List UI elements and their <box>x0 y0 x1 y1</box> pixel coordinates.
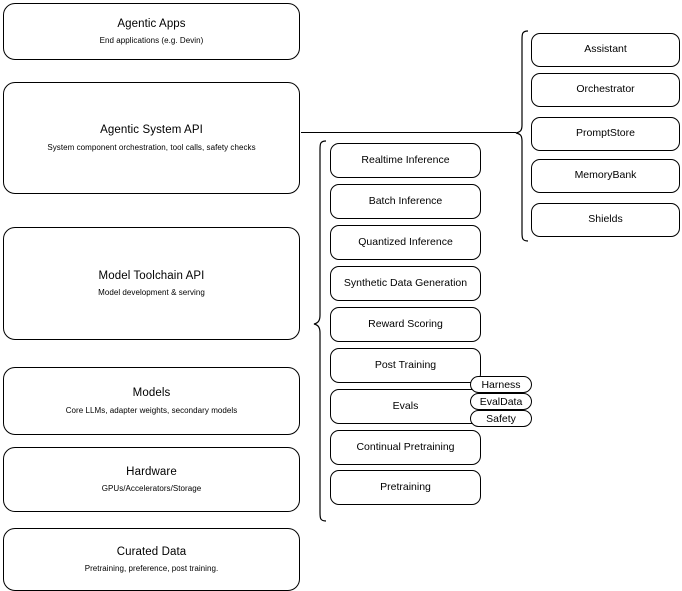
layer-box-hardware[interactable]: Hardware GPUs/Accelerators/Storage <box>3 447 300 512</box>
toolchain-label: Synthetic Data Generation <box>343 276 468 289</box>
toolchain-label: Batch Inference <box>368 194 443 207</box>
layer-title: Agentic System API <box>100 124 203 137</box>
agentic-label: PromptStore <box>576 127 635 140</box>
layer-box-curated-data[interactable]: Curated Data Pretraining, preference, po… <box>3 528 300 591</box>
evals-badge-evaldata[interactable]: EvalData <box>470 393 532 410</box>
layer-box-model-toolchain-api[interactable]: Model Toolchain API Model development & … <box>3 227 300 340</box>
toolchain-box-post-training[interactable]: Post Training <box>330 348 481 383</box>
layer-description: End applications (e.g. Devin) <box>99 36 204 46</box>
toolchain-label: Post Training <box>374 358 437 371</box>
toolchain-label: Continual Pretraining <box>356 440 455 453</box>
toolchain-box-reward-scoring[interactable]: Reward Scoring <box>330 307 481 342</box>
layer-description: GPUs/Accelerators/Storage <box>101 484 202 494</box>
layer-title: Hardware <box>126 465 177 478</box>
evals-badge-harness[interactable]: Harness <box>470 376 532 393</box>
toolchain-label: Quantized Inference <box>358 235 453 248</box>
layer-title: Models <box>132 387 171 400</box>
evals-badge-label: Safety <box>486 412 516 425</box>
evals-badge-label: EvalData <box>479 395 523 408</box>
toolchain-label: Pretraining <box>380 480 431 493</box>
layer-title: Agentic Apps <box>117 17 186 30</box>
layer-description: Pretraining, preference, post training. <box>84 564 219 574</box>
toolchain-box-batch-inference[interactable]: Batch Inference <box>330 184 481 219</box>
layer-title: Curated Data <box>116 545 187 558</box>
toolchain-box-synthetic-data-generation[interactable]: Synthetic Data Generation <box>330 266 481 301</box>
toolchain-box-realtime-inference[interactable]: Realtime Inference <box>330 143 481 178</box>
agentic-box-shields[interactable]: Shields <box>531 203 680 237</box>
layer-box-agentic-apps[interactable]: Agentic Apps End applications (e.g. Devi… <box>3 3 300 60</box>
toolchain-box-pretraining[interactable]: Pretraining <box>330 470 481 505</box>
agentic-label: Assistant <box>584 43 627 56</box>
layer-box-models[interactable]: Models Core LLMs, adapter weights, secon… <box>3 367 300 435</box>
bracket-agentic-system <box>515 30 529 242</box>
bracket-model-toolchain <box>313 140 327 522</box>
layer-title: Model Toolchain API <box>98 269 205 282</box>
agentic-box-orchestrator[interactable]: Orchestrator <box>531 73 680 107</box>
toolchain-box-evals[interactable]: Evals <box>330 389 481 424</box>
agentic-label: MemoryBank <box>574 169 637 182</box>
evals-badge-safety[interactable]: Safety <box>470 410 532 427</box>
agentic-label: Shields <box>588 213 623 226</box>
agentic-box-memorybank[interactable]: MemoryBank <box>531 159 680 193</box>
evals-badge-label: Harness <box>481 378 521 391</box>
agentic-box-assistant[interactable]: Assistant <box>531 33 680 67</box>
layer-description: System component orchestration, tool cal… <box>47 142 256 152</box>
layer-description: Core LLMs, adapter weights, secondary mo… <box>65 405 238 415</box>
toolchain-label: Evals <box>392 399 419 412</box>
toolchain-label: Realtime Inference <box>361 153 450 166</box>
toolchain-label: Reward Scoring <box>368 317 443 330</box>
layer-description: Model development & serving <box>98 288 205 298</box>
layer-box-agentic-system-api[interactable]: Agentic System API System component orch… <box>3 82 300 194</box>
toolchain-box-continual-pretraining[interactable]: Continual Pretraining <box>330 430 481 465</box>
connector-line-agentic-system-api <box>301 132 516 134</box>
agentic-label: Orchestrator <box>576 83 635 96</box>
agentic-box-promptstore[interactable]: PromptStore <box>531 117 680 151</box>
toolchain-box-quantized-inference[interactable]: Quantized Inference <box>330 225 481 260</box>
